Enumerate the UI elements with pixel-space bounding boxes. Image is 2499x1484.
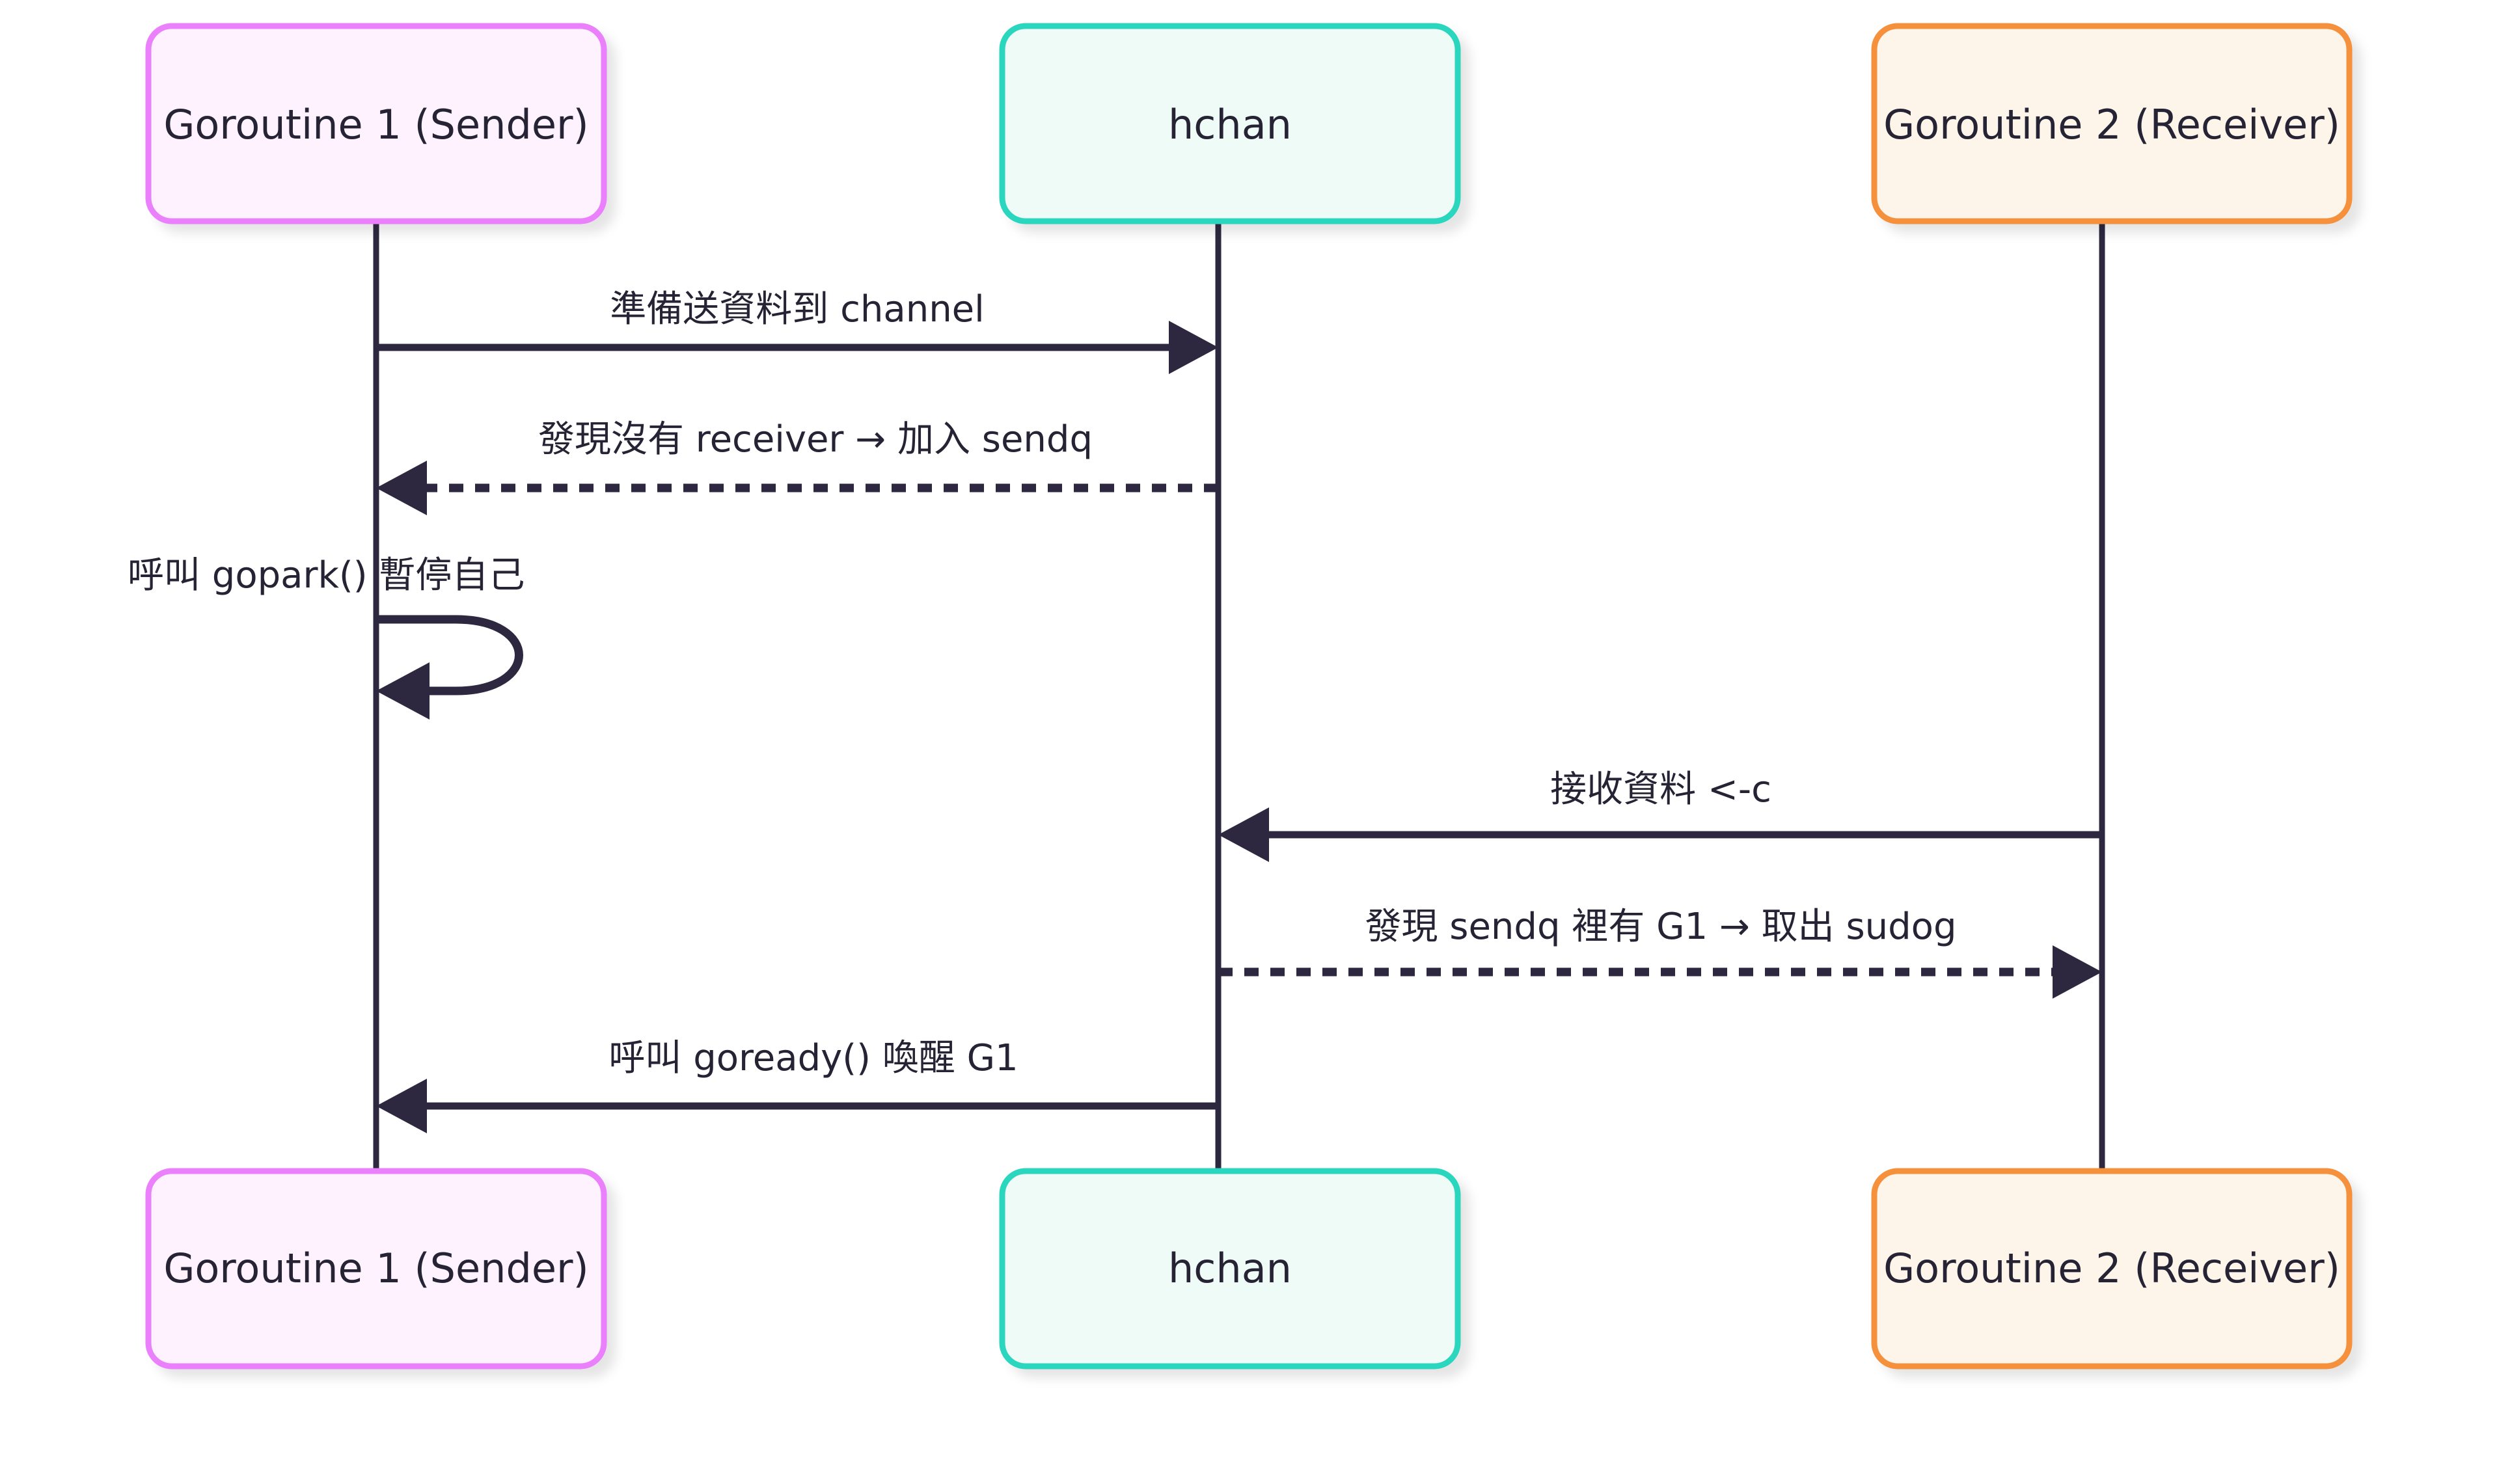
actor-box-g1-bottom[interactable]: Goroutine 1 (Sender) xyxy=(145,1168,607,1369)
actor-box-hchan-top-rect xyxy=(999,23,1461,224)
message-3-label: 呼叫 gopark() 暫停自己 xyxy=(128,554,525,597)
actor-box-g1-bottom-rect xyxy=(145,1168,607,1369)
message-4-label: 接收資料 <-c xyxy=(1550,768,1771,811)
message-1-arrowhead xyxy=(1169,321,1218,374)
message-5-arrowhead xyxy=(2053,945,2102,999)
actor-box-g2-bottom-rect xyxy=(1871,1168,2353,1369)
lifelines-group xyxy=(373,221,2105,1171)
actor-box-hchan-bottom-rect xyxy=(999,1168,1461,1369)
actor-label-hchan-bottom: hchan xyxy=(1168,1245,1292,1292)
message-6-arrowhead xyxy=(376,1079,427,1133)
actor-label-g1-bottom: Goroutine 1 (Sender) xyxy=(163,1245,588,1292)
message-4-group[interactable]: 接收資料 <-c xyxy=(1218,768,2102,862)
actor-box-g2-bottom[interactable]: Goroutine 2 (Receiver) xyxy=(1871,1168,2353,1369)
message-6-group[interactable]: 呼叫 goready() 喚醒 G1 xyxy=(376,1037,1218,1133)
message-4-arrowhead xyxy=(1218,807,1269,862)
message-2-group[interactable]: 發現沒有 receiver → 加入 sendq xyxy=(376,418,1218,515)
actor-label-hchan-top: hchan xyxy=(1168,101,1292,148)
message-6-label: 呼叫 goready() 喚醒 G1 xyxy=(608,1037,1018,1079)
actor-boxes-top: Goroutine 1 (Sender) hchan Goroutine 2 (… xyxy=(145,23,2353,224)
message-5-group[interactable]: 發現 sendq 裡有 G1 → 取出 sudog xyxy=(1218,906,2102,999)
actor-label-g2-bottom: Goroutine 2 (Receiver) xyxy=(1883,1245,2340,1292)
actor-boxes-bottom: Goroutine 1 (Sender) hchan Goroutine 2 (… xyxy=(145,1168,2353,1369)
message-2-arrowhead xyxy=(376,461,427,515)
message-1-label: 準備送資料到 channel xyxy=(610,288,984,331)
actor-label-g1-top: Goroutine 1 (Sender) xyxy=(163,101,588,148)
message-2-label: 發現沒有 receiver → 加入 sendq xyxy=(538,418,1093,461)
message-5-label: 發現 sendq 裡有 G1 → 取出 sudog xyxy=(1365,906,1957,948)
actor-box-hchan-top[interactable]: hchan xyxy=(999,23,1461,224)
actor-box-g2-top[interactable]: Goroutine 2 (Receiver) xyxy=(1871,23,2353,224)
message-3-group[interactable]: 呼叫 gopark() 暫停自己 xyxy=(128,554,525,720)
actor-box-g1-top[interactable]: Goroutine 1 (Sender) xyxy=(145,23,607,224)
actor-box-g2-top-rect xyxy=(1871,23,2353,224)
message-1-group[interactable]: 準備送資料到 channel xyxy=(376,288,1218,374)
actor-box-g1-top-rect xyxy=(145,23,607,224)
message-3-loop-path xyxy=(376,615,523,695)
message-3-arrowhead xyxy=(376,662,430,720)
actor-label-g2-top: Goroutine 2 (Receiver) xyxy=(1883,101,2340,148)
actor-box-hchan-bottom[interactable]: hchan xyxy=(999,1168,1461,1369)
